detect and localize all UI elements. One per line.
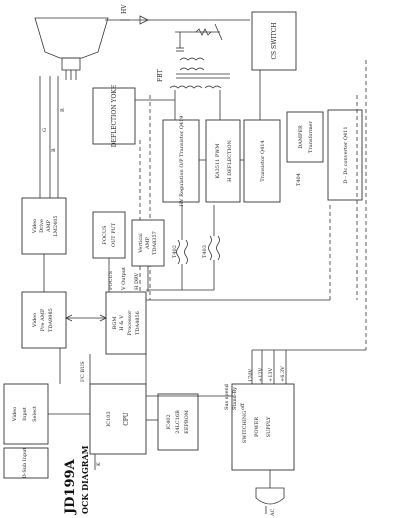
video-drive-line4: LM2405 xyxy=(53,215,59,236)
ac-plug-icon xyxy=(255,470,285,514)
video-input-line3: Select xyxy=(32,406,38,422)
focus-output-line2: OUT PUT xyxy=(111,222,117,247)
pwm-label: KA3511 PWM xyxy=(215,143,221,178)
video-input-line1: Video xyxy=(12,407,18,422)
dd-converter-label: D - Dc converter Q411 xyxy=(343,126,349,183)
rgb-b: B xyxy=(51,148,57,152)
eeprom-block xyxy=(157,393,199,451)
transformer-label: Transformer xyxy=(308,120,314,152)
t402-label: T402 xyxy=(172,245,178,258)
video-drive-line3: AMP xyxy=(46,219,52,233)
standby-line3: off xyxy=(240,403,246,410)
i2c-bus-label: I²C BUS xyxy=(80,361,86,382)
fbt-transformer xyxy=(169,57,230,89)
switching-label: SWITCHING xyxy=(242,411,248,443)
power-label: POWER xyxy=(254,417,260,437)
video-preamp-block xyxy=(21,291,67,349)
v-output-label: V Output xyxy=(121,267,127,291)
focus-output-line1: FOCUS xyxy=(102,225,108,245)
diagram-subtitle: OCK DIAGRAM xyxy=(80,445,90,514)
geometry-line2: H & V xyxy=(119,315,125,331)
hv-regulation-label: HV Regulation O/P Transistor Q419 xyxy=(179,116,185,207)
eeprom-line1: IC402 xyxy=(166,414,172,429)
hv-label: HV xyxy=(121,4,128,14)
cs-switch-label: CS SWITCH xyxy=(271,22,278,59)
video-preamp-line2: Pre AMP xyxy=(40,308,46,331)
deflection-yoke-block xyxy=(92,87,136,145)
dsub-input-block xyxy=(3,447,49,479)
focus-signal-label: FOCUS xyxy=(108,270,114,290)
hv-regulation-block xyxy=(162,119,200,203)
voltage-12v: +12V xyxy=(258,367,264,382)
h-transistor-label: Transistor Q414 xyxy=(260,140,266,181)
damper-block xyxy=(286,111,324,163)
supply-label: SUPPLY xyxy=(266,416,272,437)
vertical-amp-line1: Vertical xyxy=(138,233,144,254)
video-input-line2: Input xyxy=(22,407,28,421)
dd-converter-block xyxy=(327,109,363,201)
fbt-label: FBT xyxy=(157,69,164,82)
video-preamp-line3: TDA9985 xyxy=(48,308,54,332)
ic103-label: IC103 xyxy=(106,411,112,426)
damper-label: DAMPER xyxy=(298,125,304,149)
dsub-input-label: D-Sub Input xyxy=(22,448,28,479)
t404-label: T404 xyxy=(296,173,302,186)
video-drive-block xyxy=(21,197,67,255)
eeprom-line3: EEPROM xyxy=(184,410,190,434)
vertical-amp-line2: AMP xyxy=(145,236,151,250)
video-preamp-line1: Video xyxy=(32,313,38,328)
eeprom-line2: 24LC16B xyxy=(175,410,181,434)
t402-transformer xyxy=(176,239,188,265)
t403-transformer xyxy=(208,235,220,261)
pwm-block xyxy=(205,119,241,203)
focus-output-block xyxy=(92,211,126,259)
voltage-13v: +13V xyxy=(268,367,274,382)
diagram-title: JD199A xyxy=(63,458,78,515)
h-transistor-block xyxy=(243,119,281,203)
power-supply-block xyxy=(231,383,295,471)
h-deflection-label: H DEFLECTION xyxy=(227,140,233,182)
video-drive-line1: Video xyxy=(32,219,38,234)
video-drive-line2: Drive xyxy=(39,219,45,233)
standby-line2: Stand-By xyxy=(232,387,238,410)
crt-tube xyxy=(34,17,130,80)
cs-switch-block xyxy=(251,11,297,71)
geometry-line3: Processor xyxy=(127,310,133,336)
cpu-label: CPU xyxy=(123,412,130,426)
t403-label: T403 xyxy=(202,245,208,258)
standby-line1: Sus spend xyxy=(224,383,230,410)
geometry-line4: TDA4856 xyxy=(135,311,141,335)
cpu-block xyxy=(89,383,147,455)
vertical-amp-line3: TDA8357 xyxy=(152,231,158,255)
voltage-170v: 170V xyxy=(248,368,254,382)
voltage-63v: +6.3V xyxy=(280,366,286,382)
k-label: K xyxy=(96,462,102,466)
ac-label: AC xyxy=(270,508,276,517)
rgb-r: R xyxy=(60,108,66,112)
rgb-g: G xyxy=(42,128,48,132)
deflection-yoke-label: DEFLECTION YOKE xyxy=(111,85,118,148)
vertical-amp-block xyxy=(131,219,165,267)
h-drv-label: H DRV xyxy=(134,272,140,290)
geometry-processor-block xyxy=(105,291,147,355)
geometry-line1: BGM xyxy=(112,317,118,330)
video-input-select-block xyxy=(3,383,49,445)
